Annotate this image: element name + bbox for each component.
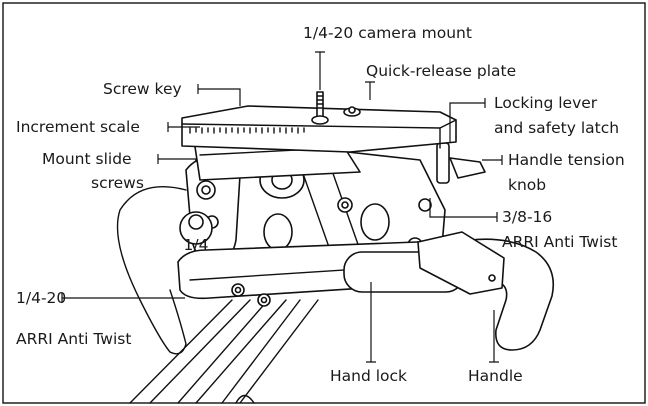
callout-labels: 1/4-20 camera mount Quick-release plate …	[16, 24, 625, 385]
quick-release-plate-shape	[181, 105, 457, 153]
camera-screw	[311, 91, 329, 125]
label-locking-lever-line2: and safety latch	[494, 119, 619, 137]
label-mount-slide-line2: screws	[91, 174, 144, 192]
label-anti-twist-14-line2: ARRI Anti Twist	[16, 330, 131, 348]
label-increment-scale: Increment scale	[16, 118, 140, 136]
label-camera-mount: 1/4-20 camera mount	[303, 24, 472, 42]
mount-illustration: 1/4	[116, 91, 555, 404]
locking-lever	[436, 142, 450, 184]
lower-cylinder	[263, 213, 293, 251]
label-handle-tension-line2: knob	[508, 176, 546, 194]
handle-block	[417, 231, 505, 295]
tension-knob-shape	[449, 157, 486, 179]
cable-loop	[116, 186, 187, 355]
label-hand-lock: Hand lock	[330, 367, 407, 385]
label-mount-slide-line1: Mount slide	[42, 150, 132, 168]
label-anti-twist-14-line1: 1/4-20	[16, 289, 66, 307]
label-locking-lever-line1: Locking lever	[494, 94, 598, 112]
quarter-knob: 1/4	[179, 211, 213, 254]
hand-lock-knob	[360, 203, 390, 241]
label-screw-key: Screw key	[103, 80, 182, 98]
leader-lines	[61, 51, 503, 363]
label-quick-release-plate: Quick-release plate	[366, 62, 516, 80]
label-handle-tension-line1: Handle tension	[508, 151, 625, 169]
label-handle: Handle	[468, 367, 523, 385]
label-anti-twist-38-line1: 3/8-16	[502, 208, 552, 226]
support-rods	[129, 299, 319, 404]
scale-ticks	[189, 127, 305, 134]
label-anti-twist-38-line2: ARRI Anti Twist	[502, 233, 617, 251]
